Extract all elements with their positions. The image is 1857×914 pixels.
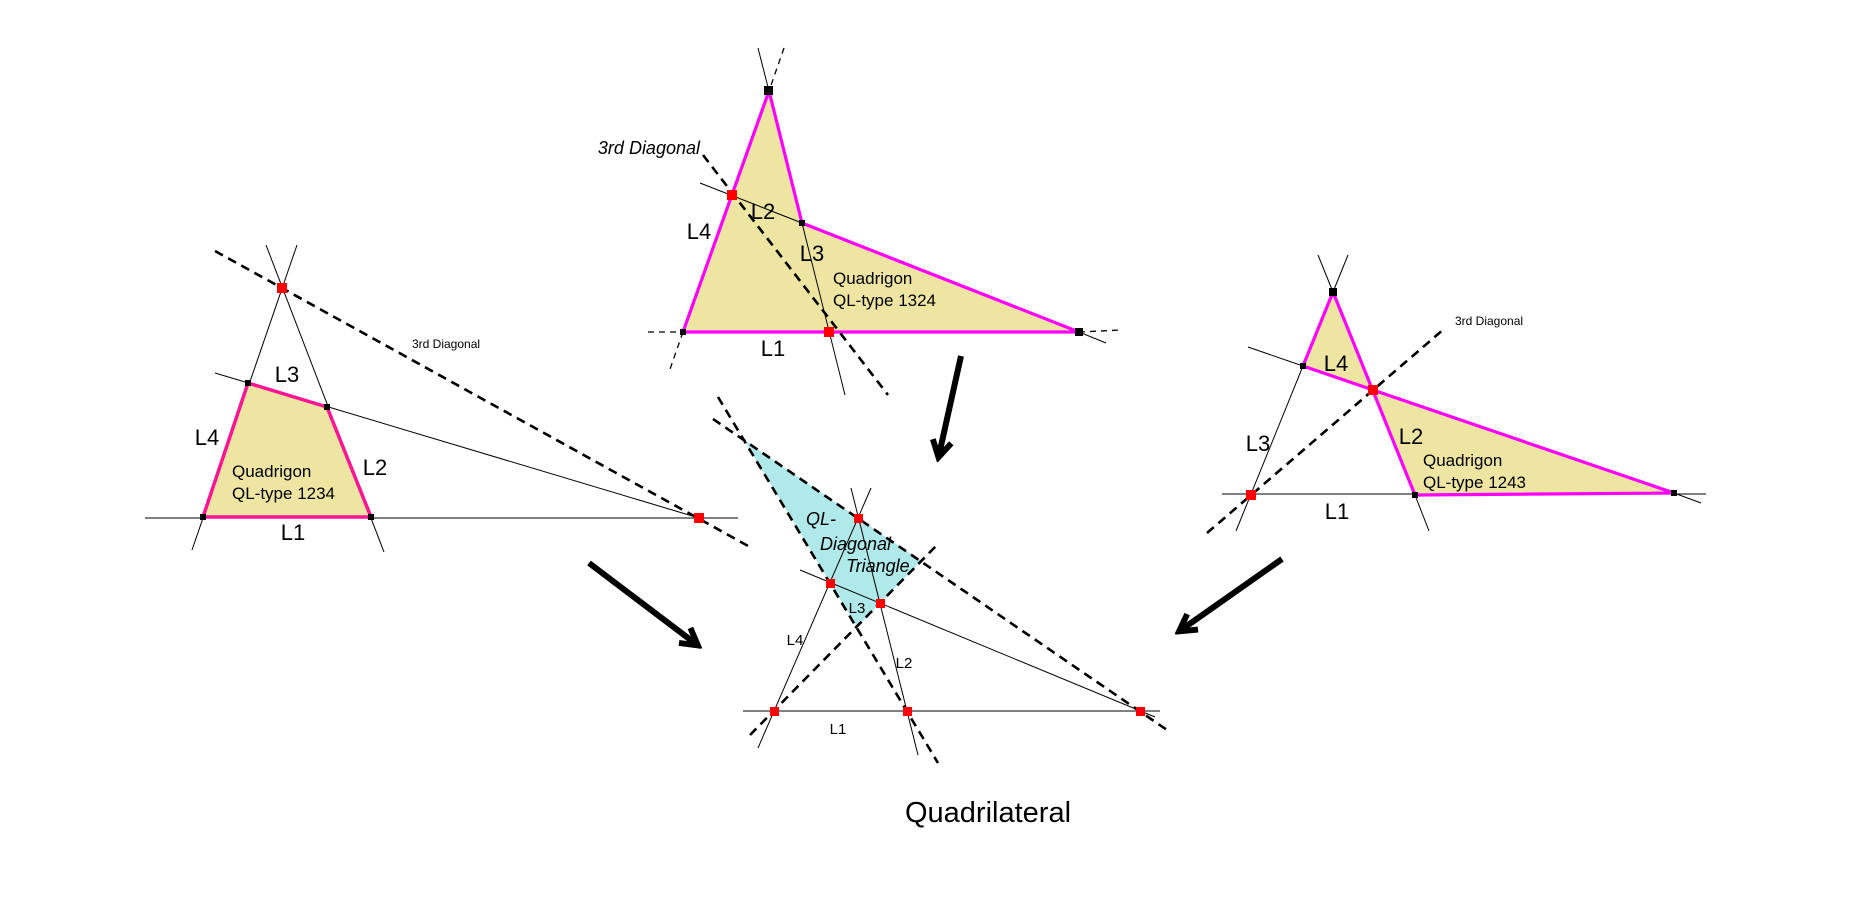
label-l2: L2	[896, 655, 913, 672]
vertex-dot	[1329, 288, 1337, 296]
vertex-dot	[1671, 490, 1677, 496]
figure-caption-line2: QL-type 1324	[833, 291, 936, 310]
line-l4-ext	[668, 331, 684, 373]
vertex-dot	[1412, 492, 1418, 498]
vertex-dot	[1300, 363, 1306, 369]
third-diagonal-label: 3rd Diagonal	[1455, 314, 1523, 328]
third-diagonal-label: 3rd Diagonal	[412, 337, 480, 351]
intersection-dot-red	[1246, 490, 1256, 500]
line-l4-ext	[1673, 492, 1702, 504]
line-l3-ext	[757, 47, 770, 92]
intersection-dot-red	[876, 599, 885, 608]
intersection-dot-red	[824, 327, 834, 337]
line-l3	[801, 222, 846, 396]
figure-caption-line2: QL-type 1234	[232, 484, 335, 503]
figure-quadrigon-1234: L3 L4 L2 L1 Quadrigon QL-type 1234 3rd D…	[145, 244, 751, 553]
label-l1: L1	[1325, 499, 1349, 524]
intersection-dot-red	[694, 513, 704, 523]
label-l3: L3	[1246, 431, 1270, 456]
label-l2: L2	[363, 455, 387, 480]
label-l4: L4	[195, 425, 219, 450]
label-l4: L4	[687, 219, 711, 244]
vertex-dot	[764, 86, 773, 95]
line-l2-ext	[1317, 254, 1334, 293]
line-l3	[799, 569, 1156, 718]
label-l3: L3	[800, 241, 824, 266]
line-l2-ext	[1078, 331, 1107, 344]
triangle-caption-line1: QL-	[806, 509, 836, 529]
label-l1: L1	[281, 520, 305, 545]
figure-caption-line1: Quadrigon	[833, 269, 912, 288]
label-l2: L2	[751, 199, 775, 224]
intersection-dot-red	[1136, 707, 1145, 716]
label-l4: L4	[787, 632, 804, 649]
line-l2-ext	[1414, 494, 1430, 532]
intersection-dot-red	[1368, 385, 1378, 395]
vertex-dot	[680, 329, 686, 335]
ql-diagonal-triangle	[744, 440, 921, 627]
label-l3: L3	[849, 600, 866, 617]
label-l3: L3	[275, 362, 299, 387]
figure-caption-line2: QL-type 1243	[1423, 473, 1526, 492]
figure-quadrilateral-center: QL- Diagonal Triangle L3 L4 L2 L1	[712, 396, 1171, 764]
figure-quadrigon-1324: 3rd Diagonal L2 L4 L3 L1 Quadrigon QL-ty…	[598, 47, 1122, 396]
line-l4-ext	[1247, 346, 1304, 367]
intersection-dot-red	[727, 190, 737, 200]
third-diagonal-label: 3rd Diagonal	[598, 138, 701, 158]
line-l1-ext	[1078, 329, 1122, 333]
vertex-dot	[324, 404, 330, 410]
vertex-dot	[1075, 328, 1083, 336]
line-l4-ext	[768, 47, 785, 92]
label-l4: L4	[1324, 351, 1348, 376]
line-l3-ext	[1332, 254, 1349, 293]
vertex-dot	[799, 220, 805, 226]
line-l2	[699, 182, 803, 224]
figure-caption-line1: Quadrigon	[1423, 451, 1502, 470]
line-l3	[1235, 365, 1304, 532]
figure-caption-line1: Quadrigon	[232, 462, 311, 481]
arrow-right	[1181, 556, 1284, 630]
intersection-dot-red	[854, 514, 863, 523]
label-l1: L1	[761, 336, 785, 361]
intersection-dot-red	[903, 707, 912, 716]
label-l1: L1	[830, 721, 847, 738]
triangle-caption-line3: Triangle	[846, 556, 910, 576]
vertex-dot	[200, 514, 206, 520]
intersection-dot-red	[277, 283, 287, 293]
diagonal-line-3	[712, 417, 1171, 734]
arrow-left	[587, 560, 696, 644]
triangle-caption-line2: Diagonal	[820, 534, 892, 554]
vertex-dot	[245, 380, 251, 386]
figure-quadrigon-1243: L4 L3 L2 L1 Quadrigon QL-type 1243 3rd D…	[1206, 254, 1706, 534]
label-l2: L2	[1399, 424, 1423, 449]
arrow-middle	[939, 355, 964, 455]
line-l4	[757, 487, 872, 749]
third-diagonal-line	[214, 249, 751, 549]
page-title: Quadrilateral	[905, 797, 1071, 829]
intersection-dot-red	[826, 579, 835, 588]
vertex-dot	[368, 514, 374, 520]
intersection-dot-red	[770, 707, 779, 716]
